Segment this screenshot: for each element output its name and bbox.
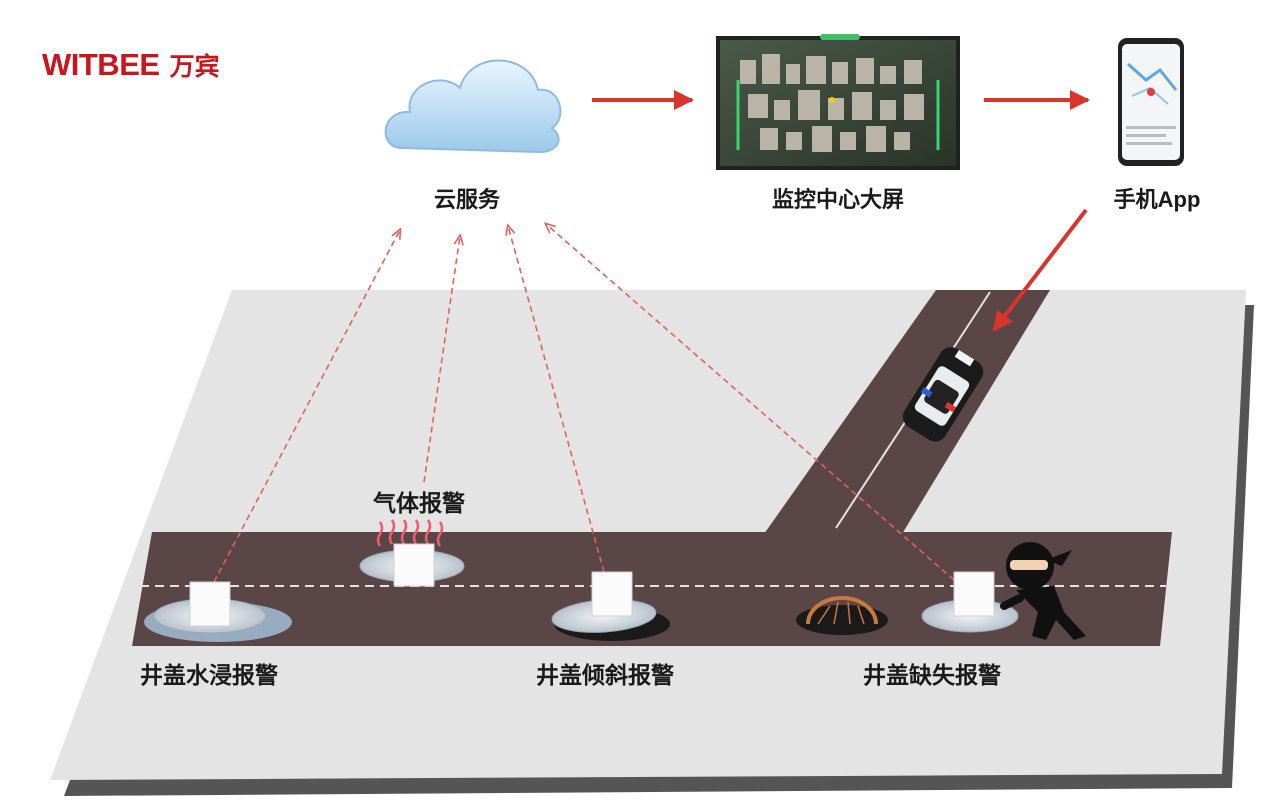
upload-water-arrow — [213, 230, 400, 583]
phone-icon — [1118, 38, 1184, 166]
monitor-screen-icon — [716, 34, 960, 170]
water-alarm-label: 井盖水浸报警 — [140, 662, 278, 688]
cloud-icon — [384, 59, 562, 154]
open-manhole-hole — [796, 596, 888, 635]
water-manhole — [144, 581, 292, 642]
phone-label: 手机App — [1113, 187, 1201, 212]
gas-manhole — [359, 519, 465, 587]
brand-name-en: WITBEE — [42, 47, 160, 82]
thief-icon — [1000, 542, 1086, 640]
arrow-phone-to-car — [992, 208, 1088, 332]
upload-missing-arrow — [546, 224, 955, 581]
screen-label: 监控中心大屏 — [771, 187, 905, 212]
cloud-label: 云服务 — [433, 187, 501, 212]
police-car-icon — [902, 347, 984, 442]
missing-alarm-label: 井盖缺失报警 — [863, 662, 1001, 688]
brand-logo: WITBEE 万宾 — [42, 47, 220, 83]
tilt-manhole — [551, 571, 670, 641]
tilt-alarm-label: 井盖倾斜报警 — [536, 662, 674, 688]
upload-gas-arrow — [423, 236, 460, 483]
gas-alarm-label: 气体报警 — [373, 490, 465, 516]
brand-name-zh: 万宾 — [169, 53, 220, 81]
missing-manhole-lid — [921, 571, 1019, 633]
